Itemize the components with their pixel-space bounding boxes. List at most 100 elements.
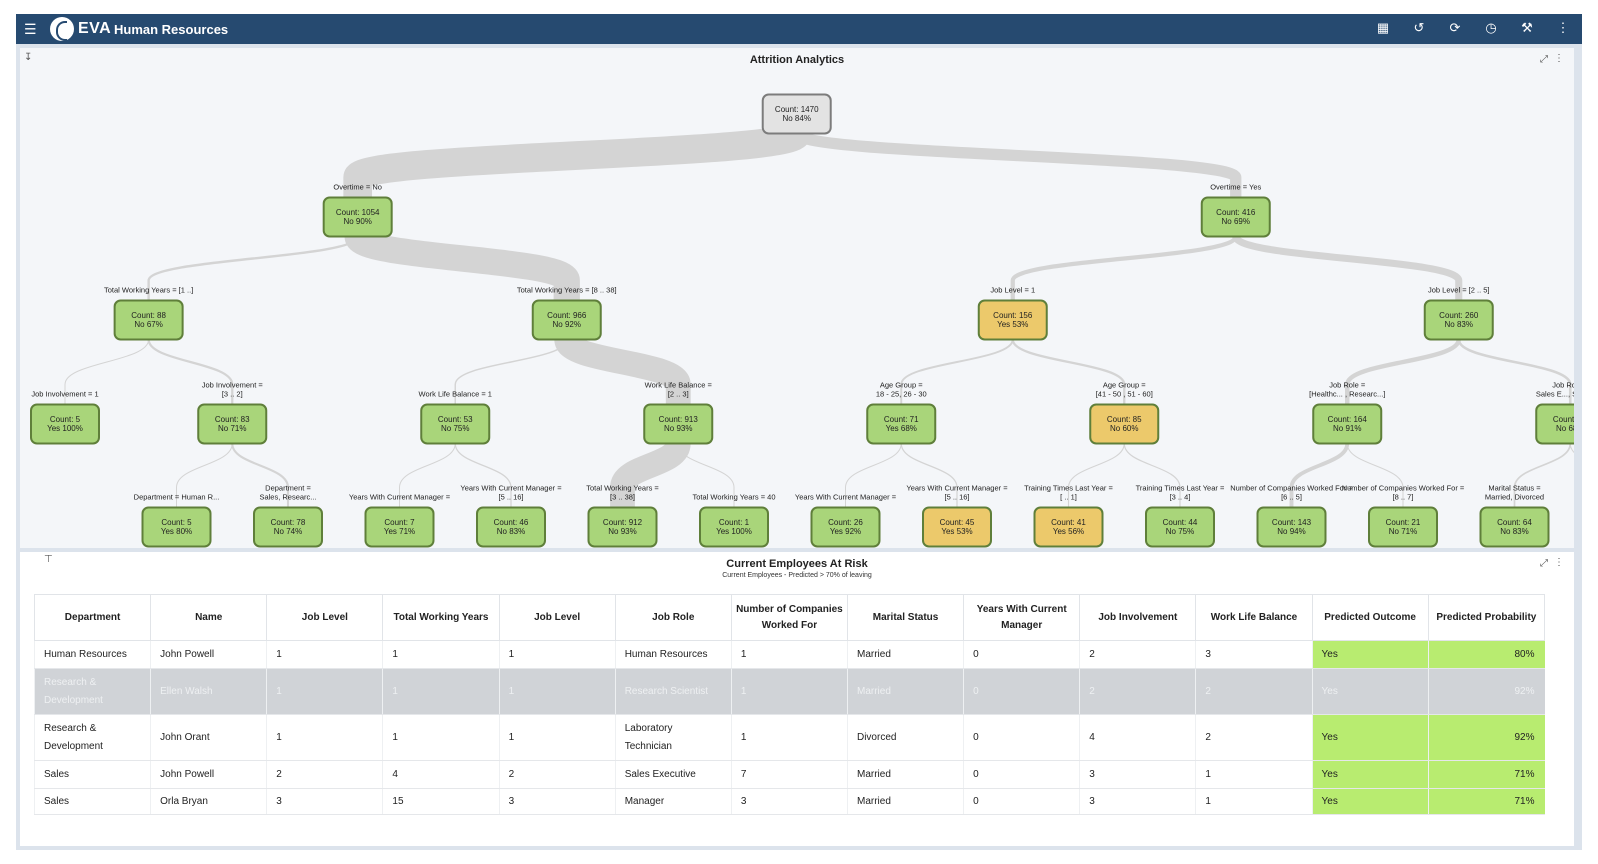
tree-node-box[interactable] <box>866 403 937 445</box>
tree-node-box[interactable] <box>197 403 268 445</box>
clock-icon[interactable]: ◷ <box>1485 20 1497 35</box>
expand-icon[interactable]: ⤢ <box>1540 54 1548 65</box>
tree-node-box[interactable] <box>1479 506 1550 548</box>
history-icon[interactable]: ↺ <box>1413 20 1425 35</box>
menu-icon[interactable]: ☰ <box>24 21 37 37</box>
column-header[interactable]: Name <box>150 594 268 641</box>
wrench-icon[interactable]: ⚒ <box>1521 20 1533 35</box>
tree-node-box[interactable] <box>113 299 184 341</box>
column-header[interactable]: Predicted Probability <box>1427 594 1546 641</box>
more-vertical-icon[interactable]: ⋮ <box>1554 557 1564 568</box>
tree-link <box>344 223 580 314</box>
tree-node-box[interactable] <box>30 403 100 445</box>
filter-icon[interactable]: ⊤ <box>44 554 53 565</box>
tree-node-box[interactable] <box>141 506 212 548</box>
tree-node-box[interactable] <box>643 403 714 445</box>
tree-link <box>677 443 735 508</box>
tree-node-label: Age Group = <box>1103 381 1146 390</box>
table-cell: Married <box>846 760 964 789</box>
tree-node-box[interactable] <box>1033 506 1104 548</box>
tree-node-box[interactable] <box>476 506 546 548</box>
app-window: ☰ EVA Human Resources ▦ ↺ ⟳ ◷ ⚒ ⋮ ↧ Attr… <box>16 14 1582 850</box>
expand-icon[interactable]: ⤢ <box>1540 558 1548 569</box>
tree-node-box[interactable] <box>587 506 658 548</box>
tree-node-box[interactable] <box>810 506 881 548</box>
column-header[interactable]: Number of Companies Worked For <box>730 594 848 641</box>
tree-node-label: Total Working Years = <box>586 484 659 493</box>
tree-node-box[interactable] <box>322 196 393 238</box>
tree-node-box[interactable] <box>420 403 491 445</box>
table-cell: 4 <box>382 760 500 789</box>
column-header[interactable]: Job Level <box>498 594 616 641</box>
tree-node-box[interactable] <box>1200 196 1271 238</box>
tree-node-box[interactable] <box>977 299 1048 341</box>
tree-node-label: [41 - 50 , 51 - 60] <box>1096 390 1153 399</box>
tree-node-box[interactable] <box>1256 506 1327 548</box>
column-header[interactable]: Department <box>33 594 152 641</box>
tree-node-box[interactable] <box>1368 506 1438 548</box>
tree-node-box[interactable] <box>761 93 832 135</box>
tree-node-box[interactable] <box>1145 506 1215 548</box>
column-header[interactable]: Work Life Balance <box>1195 594 1313 641</box>
column-header[interactable]: Total Working Years <box>382 594 500 641</box>
more-vertical-icon[interactable]: ⋮ <box>1556 20 1570 35</box>
download-icon[interactable]: ↧ <box>24 52 33 63</box>
column-header[interactable]: Years With Current Manager <box>963 594 1081 641</box>
more-vertical-icon[interactable]: ⋮ <box>1554 53 1564 64</box>
tree-node-label: Number of Companies Worked For = <box>1342 484 1465 493</box>
table-cell: 92% <box>1427 714 1545 761</box>
column-header[interactable]: Job Involvement <box>1079 594 1197 641</box>
column-header[interactable]: Job Level <box>266 594 384 641</box>
table-cell: 1 <box>382 714 500 761</box>
tree-node-box[interactable] <box>364 506 435 548</box>
grid-icon[interactable]: ▦ <box>1376 20 1390 35</box>
tree-node[interactable]: Count: 96No 68%Job Role =Sales E..., Sal… <box>1535 381 1574 445</box>
tree-node-count: Count: 143 <box>1272 518 1312 527</box>
tree-node-box[interactable] <box>531 299 602 341</box>
tree-node-box[interactable] <box>253 506 323 548</box>
tree-node-box[interactable] <box>1089 403 1160 445</box>
tree-node-label: Sales E..., Sales R... <box>1536 390 1574 399</box>
tree-node-box[interactable] <box>1423 299 1494 341</box>
tree-node-box[interactable] <box>1535 403 1574 445</box>
column-header[interactable]: Predicted Outcome <box>1311 594 1429 641</box>
tree-node-box[interactable] <box>922 506 992 548</box>
refresh-icon[interactable]: ⟳ <box>1449 20 1461 35</box>
column-header[interactable]: Job Role <box>614 594 732 641</box>
tree-node-box[interactable] <box>1312 403 1383 445</box>
column-header[interactable]: Marital Status <box>846 594 965 641</box>
tree-node-box[interactable] <box>699 506 769 548</box>
